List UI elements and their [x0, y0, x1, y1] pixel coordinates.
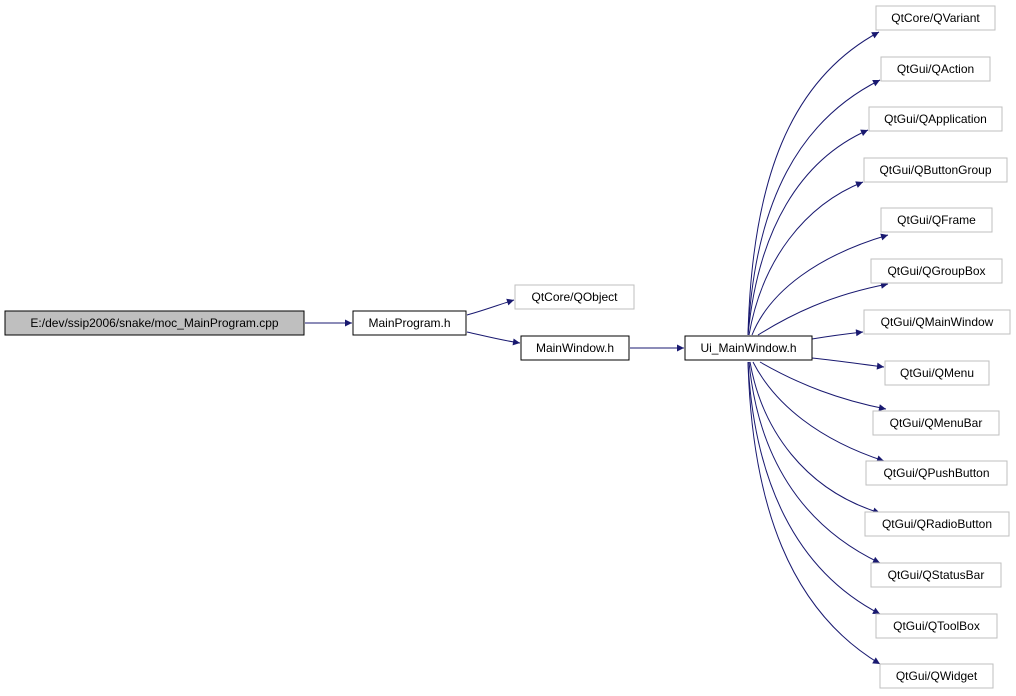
edge-ui-to-qmenubar: [759, 361, 887, 412]
edge-ui-to-qstatusbar: [748, 361, 881, 564]
node-qtoolbox[interactable]: QtGui/QToolBox: [875, 613, 998, 639]
edge-ui-to-qradiobutton: [749, 361, 881, 515]
node-qbuttongroup-box: [863, 157, 1008, 183]
node-qvariant[interactable]: QtCore/QVariant: [875, 5, 996, 31]
node-qwidget-box: [879, 663, 994, 689]
node-qbuttongroup[interactable]: QtGui/QButtonGroup: [863, 157, 1008, 183]
node-qframe[interactable]: QtGui/QFrame: [880, 207, 993, 233]
edge-ui-to-qframe: [751, 233, 889, 336]
edge-ui-to-qgroupbox: [757, 281, 889, 336]
node-qmenubar-label: QtGui/QMenuBar: [890, 416, 983, 430]
node-qmenubar-box: [872, 410, 1000, 436]
node-qmenu[interactable]: QtGui/QMenu: [884, 360, 990, 386]
node-root[interactable]: E:/dev/ssip2006/snake/moc_MainProgram.cp…: [4, 310, 305, 336]
edge-ui-to-qmenu: [811, 357, 885, 370]
node-mainwindow[interactable]: MainWindow.h: [520, 335, 630, 361]
node-qmenu-label: QtGui/QMenu: [900, 366, 974, 380]
node-ui-mainwindow-box: [684, 335, 813, 361]
node-qframe-label: QtGui/QFrame: [897, 213, 976, 227]
node-qpushbutton-box: [865, 460, 1008, 486]
node-qmenu-box: [884, 360, 990, 386]
edge-ui-to-qpushbutton: [752, 361, 885, 463]
node-qwidget[interactable]: QtGui/QWidget: [879, 663, 994, 689]
node-qaction-box: [880, 56, 991, 82]
node-qaction-label: QtGui/QAction: [897, 62, 974, 76]
node-qpushbutton-label: QtGui/QPushButton: [883, 466, 989, 480]
node-mainwindow-label: MainWindow.h: [536, 341, 614, 355]
edge-ui-to-qbuttongroup: [748, 181, 864, 336]
node-ui-mainwindow[interactable]: Ui_MainWindow.h: [684, 335, 813, 361]
node-qmainwindow-label: QtGui/QMainWindow: [881, 315, 994, 329]
node-mainprogram[interactable]: MainProgram.h: [352, 310, 467, 336]
edge-ui-to-qwidget: [747, 361, 881, 665]
edge-mainprogram-to-mainwindow: [466, 331, 521, 346]
node-qradiobutton[interactable]: QtGui/QRadioButton: [864, 511, 1010, 537]
node-qvariant-label: QtCore/QVariant: [891, 11, 980, 25]
node-qradiobutton-label: QtGui/QRadioButton: [882, 517, 992, 531]
node-qapplication-label: QtGui/QApplication: [884, 112, 987, 126]
node-qradiobutton-box: [864, 511, 1010, 537]
edge-ui-to-qmainwindow: [811, 329, 864, 340]
node-qbuttongroup-label: QtGui/QButtonGroup: [879, 163, 991, 177]
node-ui-mainwindow-label: Ui_MainWindow.h: [700, 341, 796, 355]
node-qapplication[interactable]: QtGui/QApplication: [868, 106, 1003, 132]
node-qstatusbar-box: [870, 562, 1002, 588]
node-qapplication-box: [868, 106, 1003, 132]
node-qgroupbox-label: QtGui/QGroupBox: [887, 264, 985, 278]
edges-layer: [305, 31, 889, 665]
node-qobject-box: [514, 284, 635, 310]
edge-ui-to-qapplication: [747, 129, 869, 336]
node-qtoolbox-box: [875, 613, 998, 639]
node-qframe-box: [880, 207, 993, 233]
node-qmainwindow-box: [863, 309, 1011, 335]
edge-ui-to-qtoolbox: [747, 361, 881, 615]
node-mainwindow-box: [520, 335, 630, 361]
node-qobject-label: QtCore/QObject: [531, 290, 618, 304]
node-mainprogram-box: [352, 310, 467, 336]
node-mainprogram-label: MainProgram.h: [368, 316, 450, 330]
node-qvariant-box: [875, 5, 996, 31]
node-qgroupbox-box: [870, 258, 1003, 284]
node-qpushbutton[interactable]: QtGui/QPushButton: [865, 460, 1008, 486]
node-qmenubar[interactable]: QtGui/QMenuBar: [872, 410, 1000, 436]
node-qaction[interactable]: QtGui/QAction: [880, 56, 991, 82]
node-qgroupbox[interactable]: QtGui/QGroupBox: [870, 258, 1003, 284]
node-qobject[interactable]: QtCore/QObject: [514, 284, 635, 310]
node-qmainwindow[interactable]: QtGui/QMainWindow: [863, 309, 1011, 335]
node-qstatusbar[interactable]: QtGui/QStatusBar: [870, 562, 1002, 588]
node-root-label: E:/dev/ssip2006/snake/moc_MainProgram.cp…: [30, 316, 278, 330]
node-root-box: [4, 310, 305, 336]
edge-ui-to-qaction: [747, 79, 881, 336]
edge-ui-to-qvariant: [747, 31, 880, 336]
edge-mainprogram-to-qobject: [466, 298, 515, 316]
node-qtoolbox-label: QtGui/QToolBox: [893, 619, 980, 633]
nodes-layer: E:/dev/ssip2006/snake/moc_MainProgram.cp…: [4, 5, 1011, 689]
node-qstatusbar-label: QtGui/QStatusBar: [888, 568, 985, 582]
node-qwidget-label: QtGui/QWidget: [896, 669, 978, 683]
